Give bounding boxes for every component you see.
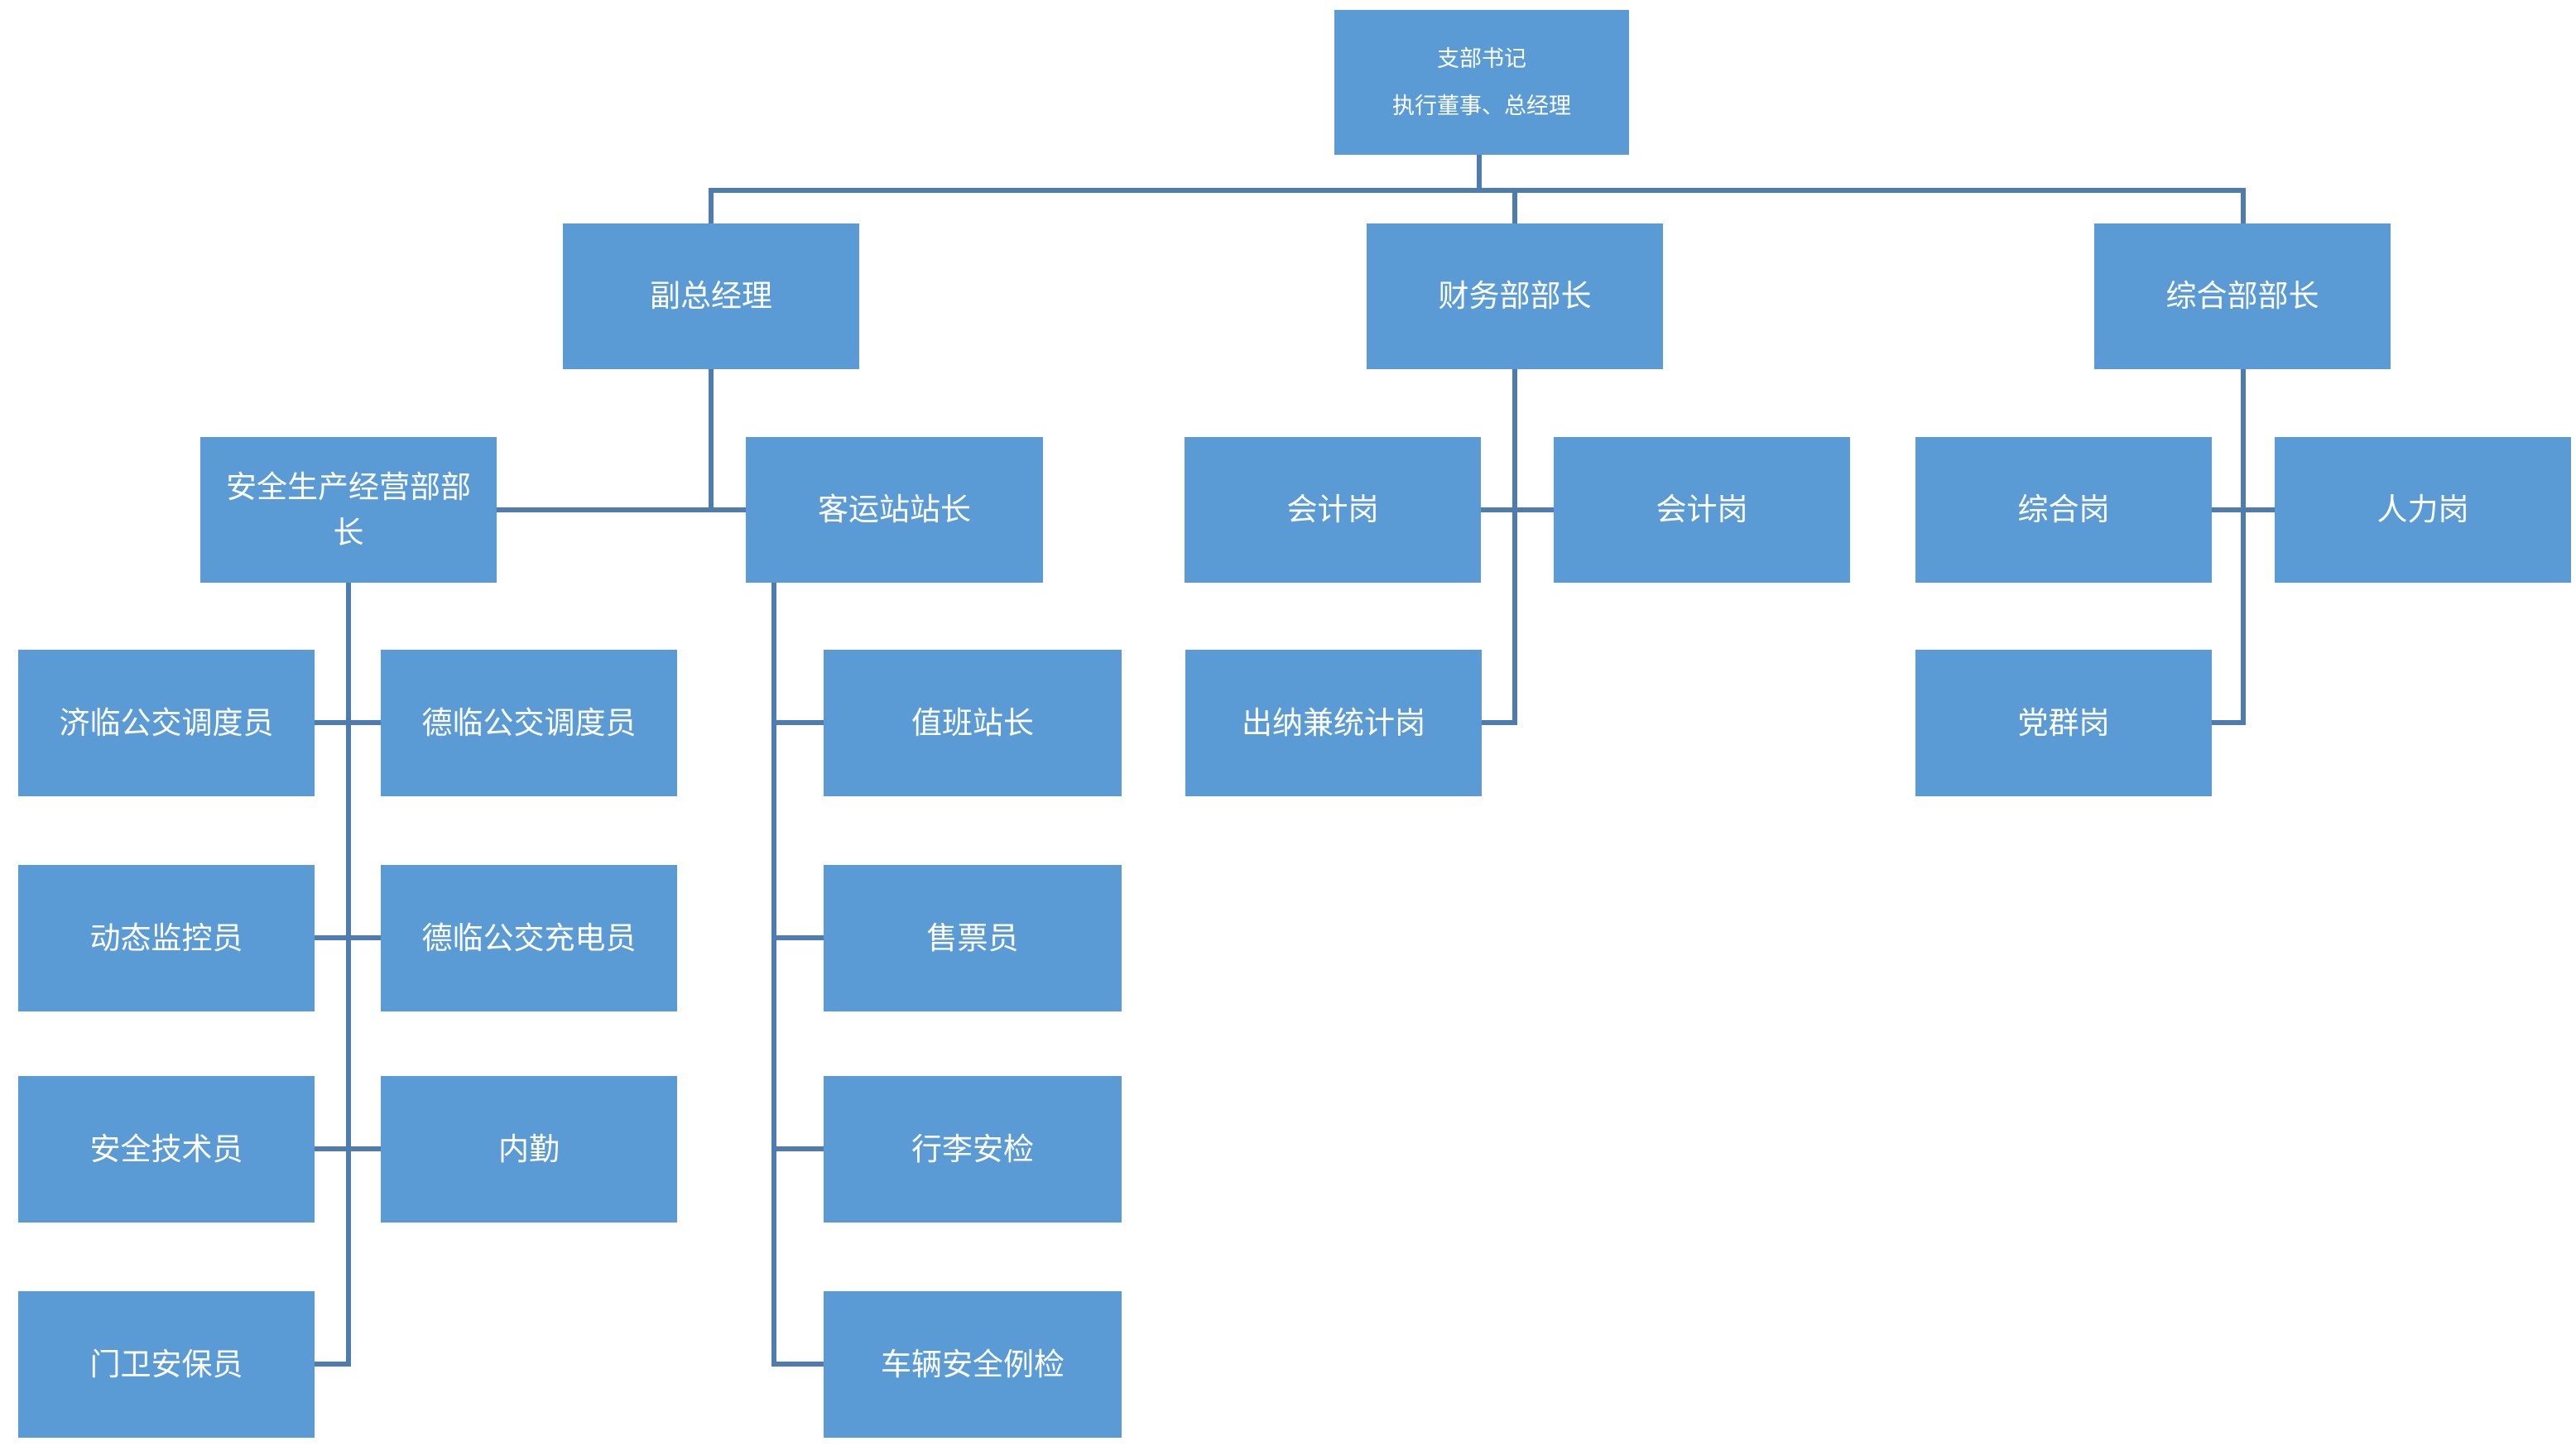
org-node-label: 动态监控员	[89, 920, 243, 955]
connector-general-hr-stub	[2212, 507, 2275, 512]
org-node-label: 出纳兼统计岗	[1242, 705, 1425, 740]
org-node-label: 德临公交充电员	[421, 920, 637, 955]
org-node-label-line2: 执行董事、总经理	[1392, 93, 1571, 118]
connector-drop-finance-head	[1512, 188, 1517, 223]
org-node-hr-post: 人力岗	[2275, 437, 2571, 583]
org-node-safety-technician: 安全技术员	[18, 1076, 315, 1223]
org-node-label: 安全生产经营部部长	[226, 469, 471, 550]
org-node-safety-production-ops-dept-head: 安全生产经营部部长	[200, 437, 497, 583]
connector-station-trunk	[771, 583, 776, 1367]
connector-accounting-stub	[1481, 507, 1554, 512]
connector-ticket-seller-stub	[771, 935, 824, 940]
org-node-label: 车辆安全例检	[881, 1347, 1065, 1381]
connector-deputy-gm-drop	[709, 369, 714, 512]
org-node-label: 济临公交调度员	[59, 705, 274, 740]
org-node-label: 安全技术员	[89, 1131, 243, 1166]
org-node-vehicle-safety-routine-check: 车辆安全例检	[824, 1291, 1122, 1438]
connector-level1-bus	[709, 188, 2246, 193]
org-node-branch-secretary-gm: 支部书记 执行董事、总经理	[1334, 10, 1629, 155]
org-node-dynamic-monitor: 动态监控员	[18, 865, 315, 1011]
connector-finance-trunk	[1512, 369, 1517, 725]
org-node-general-dept-head: 综合部部长	[2094, 223, 2391, 369]
org-node-label: 人力岗	[2377, 492, 2469, 527]
connector-baggage-check-stub	[771, 1146, 824, 1151]
connector-drop-deputy-gm	[709, 188, 714, 223]
org-node-delin-bus-charger: 德临公交充电员	[381, 865, 677, 1011]
org-node-label: 值班站长	[911, 705, 1034, 740]
org-node-passenger-station-master: 客运站站长	[746, 437, 1043, 583]
org-node-label: 行李安检	[911, 1131, 1034, 1166]
connector-root-drop	[1477, 155, 1482, 193]
org-node-baggage-security-check: 行李安检	[824, 1076, 1122, 1223]
connector-monitor-charger-stub	[315, 935, 381, 940]
connector-dispatchers-stub	[315, 720, 381, 725]
org-node-delin-bus-dispatcher: 德临公交调度员	[381, 650, 677, 796]
connector-general-trunk	[2241, 369, 2246, 725]
org-node-accounting-post-2: 会计岗	[1554, 437, 1850, 583]
org-node-label: 德临公交调度员	[421, 705, 637, 740]
org-node-jilin-bus-dispatcher: 济临公交调度员	[18, 650, 315, 796]
org-node-label-line1: 支部书记	[1437, 46, 1526, 72]
org-node-label: 副总经理	[650, 279, 772, 314]
org-node-label: 综合岗	[2017, 492, 2110, 527]
org-node-cashier-statistics-post: 出纳兼统计岗	[1185, 650, 1482, 796]
org-node-label: 财务部部长	[1438, 279, 1592, 314]
org-node-label: 会计岗	[1286, 492, 1379, 527]
org-node-accounting-post-1: 会计岗	[1185, 437, 1481, 583]
org-node-label: 客运站站长	[818, 492, 971, 527]
connector-duty-master-stub	[771, 720, 824, 725]
org-node-label: 党群岗	[2017, 705, 2110, 740]
connector-party-elbow	[2212, 720, 2246, 725]
connector-cashier-elbow	[1482, 720, 1517, 725]
connector-vehicle-check-elbow	[771, 1362, 824, 1367]
connector-tech-clerk-stub	[315, 1146, 381, 1151]
connector-gate-guard-elbow	[315, 1362, 351, 1367]
org-node-ticket-seller: 售票员	[824, 865, 1122, 1011]
connector-safety-station-link	[497, 507, 746, 512]
connector-safety-trunk	[346, 583, 351, 1367]
org-node-gate-security-guard: 门卫安保员	[18, 1291, 315, 1438]
org-node-party-masses-post: 党群岗	[1915, 650, 2212, 796]
org-node-label: 综合部部长	[2165, 279, 2319, 314]
org-node-label: 门卫安保员	[89, 1347, 243, 1381]
org-node-duty-station-master: 值班站长	[824, 650, 1122, 796]
org-node-label: 会计岗	[1656, 492, 1748, 527]
org-node-finance-dept-head: 财务部部长	[1367, 223, 1663, 369]
org-node-office-clerk: 内勤	[381, 1076, 677, 1223]
org-node-label: 售票员	[926, 920, 1019, 955]
org-node-deputy-general-manager: 副总经理	[563, 223, 859, 369]
org-node-label: 内勤	[498, 1131, 560, 1166]
connector-drop-general-head	[2241, 188, 2246, 223]
org-node-general-post: 综合岗	[1915, 437, 2212, 583]
